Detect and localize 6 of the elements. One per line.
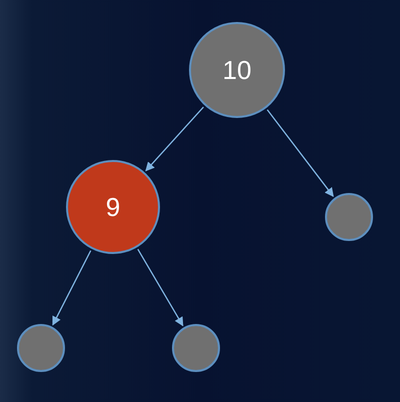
node-label: 10 [222,57,252,83]
arrow [52,250,92,326]
arrow [145,106,204,172]
arrow [266,109,334,198]
node-label: 9 [106,194,120,220]
arrow [137,248,184,326]
